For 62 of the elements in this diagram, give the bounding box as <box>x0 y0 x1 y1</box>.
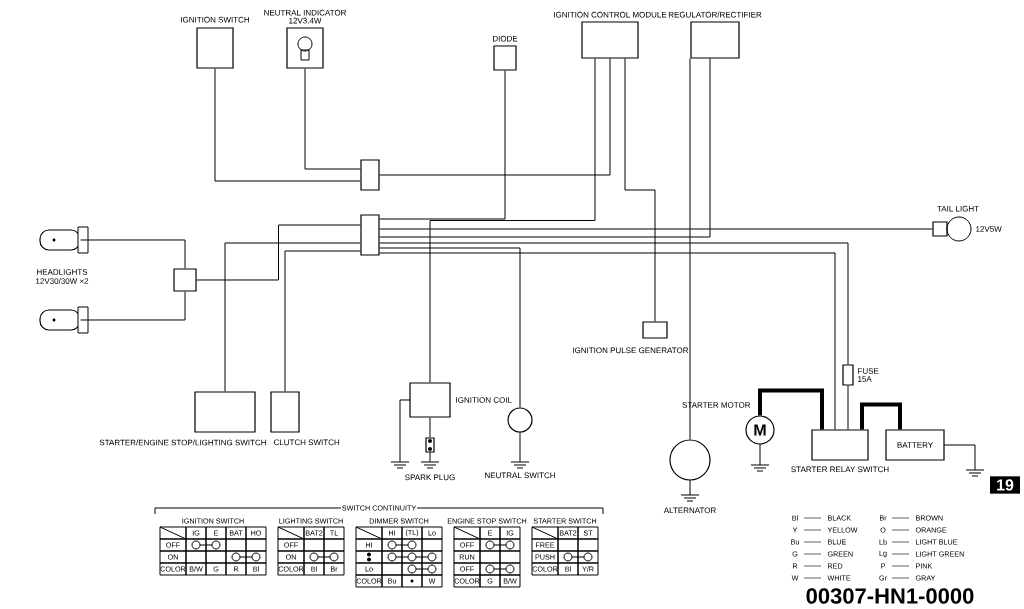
node-label: FUSE <box>858 368 879 374</box>
indicator-lamp: NEUTRAL INDICATOR 12V3.4W <box>264 9 347 69</box>
wire <box>80 239 186 269</box>
wire <box>304 68 361 170</box>
node-label: STARTER/ENGINE STOP/LIGHTING SWITCH <box>99 439 266 446</box>
wire <box>379 58 711 238</box>
switch-box: STARTER/ENGINE STOP/LIGHTING SWITCH <box>99 391 266 446</box>
wire <box>860 402 902 430</box>
ignition-coil: IGNITION COIL <box>409 382 512 418</box>
module-box: IGNITION CONTROL MODULE <box>554 11 667 59</box>
wire <box>379 247 521 408</box>
lamp-caption: HEADLIGHTS <box>37 269 88 275</box>
wire <box>196 224 361 281</box>
fuse: FUSE 15A <box>842 364 879 386</box>
pulse-generator: IGNITION PULSE GENERATOR <box>573 321 689 354</box>
wire <box>224 242 361 392</box>
wire <box>847 385 849 430</box>
node-label: SPARK PLUG <box>405 474 455 481</box>
page-number: 19 <box>990 476 1020 494</box>
node-label: 12V5W <box>976 226 1002 232</box>
wire <box>379 70 506 220</box>
diode-box: DIODE <box>493 35 518 71</box>
node-label: IGNITION SWITCH <box>181 16 250 23</box>
node-label: 15A <box>858 376 872 382</box>
wire <box>624 58 656 322</box>
connector-box <box>360 214 380 256</box>
wire <box>429 58 596 383</box>
dimmer-switch-box <box>173 268 197 292</box>
node-label: IGNITION COIL <box>456 397 512 403</box>
wire <box>758 388 824 430</box>
node-label: STARTER MOTOR <box>682 402 751 408</box>
node-label: DIODE <box>493 35 518 42</box>
part-number: 00307-HN1-0000 <box>806 588 974 604</box>
wire <box>214 68 361 182</box>
node-label: STARTER RELAY SWITCH <box>791 466 889 473</box>
wire <box>689 58 691 440</box>
spark-plug: SPARK PLUG <box>405 437 455 481</box>
wire <box>379 228 933 230</box>
switch-box: CLUTCH SWITCH <box>270 391 340 446</box>
wire <box>284 250 361 392</box>
node-label: IGNITION CONTROL MODULE <box>554 11 667 18</box>
node-label: TAIL LIGHT <box>937 205 979 212</box>
node-label: IGNITION PULSE GENERATOR <box>573 347 689 354</box>
battery-box: BATTERY <box>885 429 945 461</box>
node-label: CLUTCH SWITCH <box>273 439 340 446</box>
tail-light: TAIL LIGHT 12V5W <box>932 205 1002 242</box>
regulator-box: REGULATOR/RECTIFIER <box>668 11 762 59</box>
node-label: ALTERNATOR <box>663 507 716 514</box>
switch-box: IGNITION SWITCH <box>181 16 249 69</box>
wire <box>379 252 836 430</box>
headlight <box>39 306 89 334</box>
wire <box>379 242 849 365</box>
node-label: 12V3.4W <box>289 17 322 24</box>
node-label: NEUTRAL INDICATOR <box>264 9 347 16</box>
lamp-caption: 12V30/30W ×2 <box>36 278 89 284</box>
connector-box <box>360 159 380 191</box>
node-label: NEUTRAL SWITCH <box>485 472 555 479</box>
node-label: REGULATOR/RECTIFIER <box>668 11 762 18</box>
wire <box>429 417 431 438</box>
wire <box>80 291 186 321</box>
wire <box>379 58 611 176</box>
headlight <box>39 226 89 254</box>
